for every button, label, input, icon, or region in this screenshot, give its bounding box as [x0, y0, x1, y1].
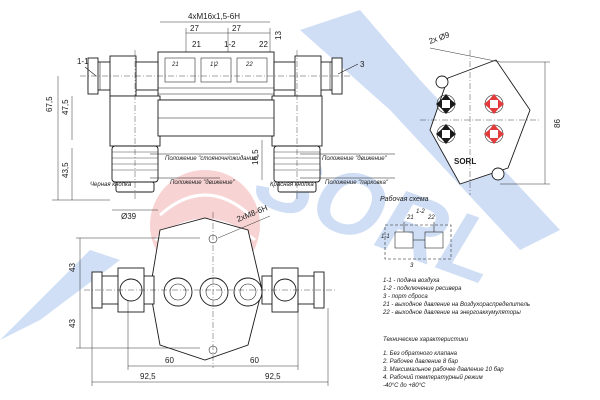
spec-item: 1. Без обратного клапана: [383, 351, 458, 357]
dim-43-bottom: 43: [68, 319, 77, 328]
symbol-top-right: [484, 94, 504, 114]
dim-43-top: 43: [68, 263, 77, 272]
port-legend: 1-1 - подача воздуха 1-2 - подключение р…: [382, 278, 530, 316]
schema-port-12: 1-2: [416, 209, 425, 215]
dim-47-5: 47,5: [61, 99, 70, 115]
mounting-plate-view: SORL 2x Ø9 86: [420, 30, 562, 195]
callout-driving-right: Положение "движение": [322, 156, 388, 162]
dim-43-5: 43,5: [61, 162, 70, 178]
legend-item: 21 - выходное давление на Воздухораспред…: [382, 302, 530, 308]
legend-item: 1-1 - подача воздуха: [383, 278, 440, 284]
bottom-view: 43 43 60 60 92,5 92,5 2xM8-6H: [68, 203, 335, 386]
dim-13: 13: [274, 31, 283, 40]
schema-port-21: 21: [406, 215, 414, 221]
port-21-label: 21: [192, 40, 201, 49]
symbol-top-left: [436, 94, 456, 114]
spec-item: 3. Максимальное рабочее давление 10 бар: [383, 367, 504, 373]
port-12-body-label: 1|2: [210, 62, 219, 68]
dim-92-5-left: 92,5: [140, 372, 156, 381]
port-1-1-label: 1-1: [77, 57, 89, 66]
front-view: 1-1 3 21 1-2 22 21 1|2 22: [77, 40, 365, 200]
port-22-body-label: 22: [245, 62, 253, 68]
spec-item: 2. Рабочее давление 8 бар: [382, 359, 459, 365]
port-3-label: 3: [360, 60, 365, 69]
dim-60-right: 60: [250, 356, 259, 365]
position-callouts: Положение "стояночн/ожидание" Положение …: [90, 153, 395, 188]
legend-item: 1-2 - подключение ресивера: [383, 286, 462, 292]
dim-60-left: 60: [165, 356, 174, 365]
dim-diameter-39: Ø39: [121, 212, 137, 221]
specs-title: Технические характеристики: [383, 337, 469, 343]
callout-black-knob: Черная кнопка: [90, 182, 132, 188]
mount-hole-top: [435, 75, 449, 89]
symbol-bottom-left: [436, 124, 456, 144]
dim-86: 86: [553, 119, 562, 128]
schema-title: Рабочая схема: [380, 195, 429, 203]
port-21-body-label: 21: [171, 62, 179, 68]
callout-red-knob: Красная кнопка: [270, 182, 314, 188]
plate-logo: SORL: [454, 157, 476, 166]
schema-port-22: 22: [427, 215, 435, 221]
dim-ports-thread: 4xM16x1,5-6H: [188, 12, 240, 21]
schema-port-1-1: 1-1: [381, 234, 390, 240]
dim-holes: 2x Ø9: [428, 30, 452, 46]
callout-parking-position: Положение "стояночн/ожидание": [165, 156, 259, 162]
dim-67-5: 67,5: [45, 96, 54, 112]
dim-92-5-right: 92,5: [265, 372, 281, 381]
dim-27-right: 27: [232, 24, 241, 33]
callout-parking-right: Положение "парковка": [325, 180, 389, 186]
technical-specs: Технические характеристики 1. Без обратн…: [382, 337, 504, 389]
working-schema: Рабочая схема 21 1-2 22 1-1 3: [380, 195, 452, 269]
port-22-label: 22: [259, 40, 268, 49]
legend-item: 3 - порт сброса: [383, 294, 428, 300]
schema-port-3: 3: [410, 263, 414, 269]
spec-item: 4. Рабочий температурный режим: [383, 374, 483, 381]
spec-item: -40°С до +80°С: [383, 383, 426, 389]
callout-driving-left: Положение "движение": [170, 180, 236, 186]
legend-item: 22 - выходное давление на энергоаккумуля…: [382, 310, 521, 316]
front-view-dimensions: 4xM16x1,5-6H 27 27 13 67,5 47,5 43,5 16,…: [45, 12, 283, 221]
mount-hole-bottom: [491, 167, 505, 181]
symbol-bottom-right: [484, 124, 504, 144]
dim-16-5: 16,5: [251, 149, 260, 165]
dim-27-left: 27: [190, 24, 199, 33]
port-1-2-label: 1-2: [224, 40, 236, 49]
